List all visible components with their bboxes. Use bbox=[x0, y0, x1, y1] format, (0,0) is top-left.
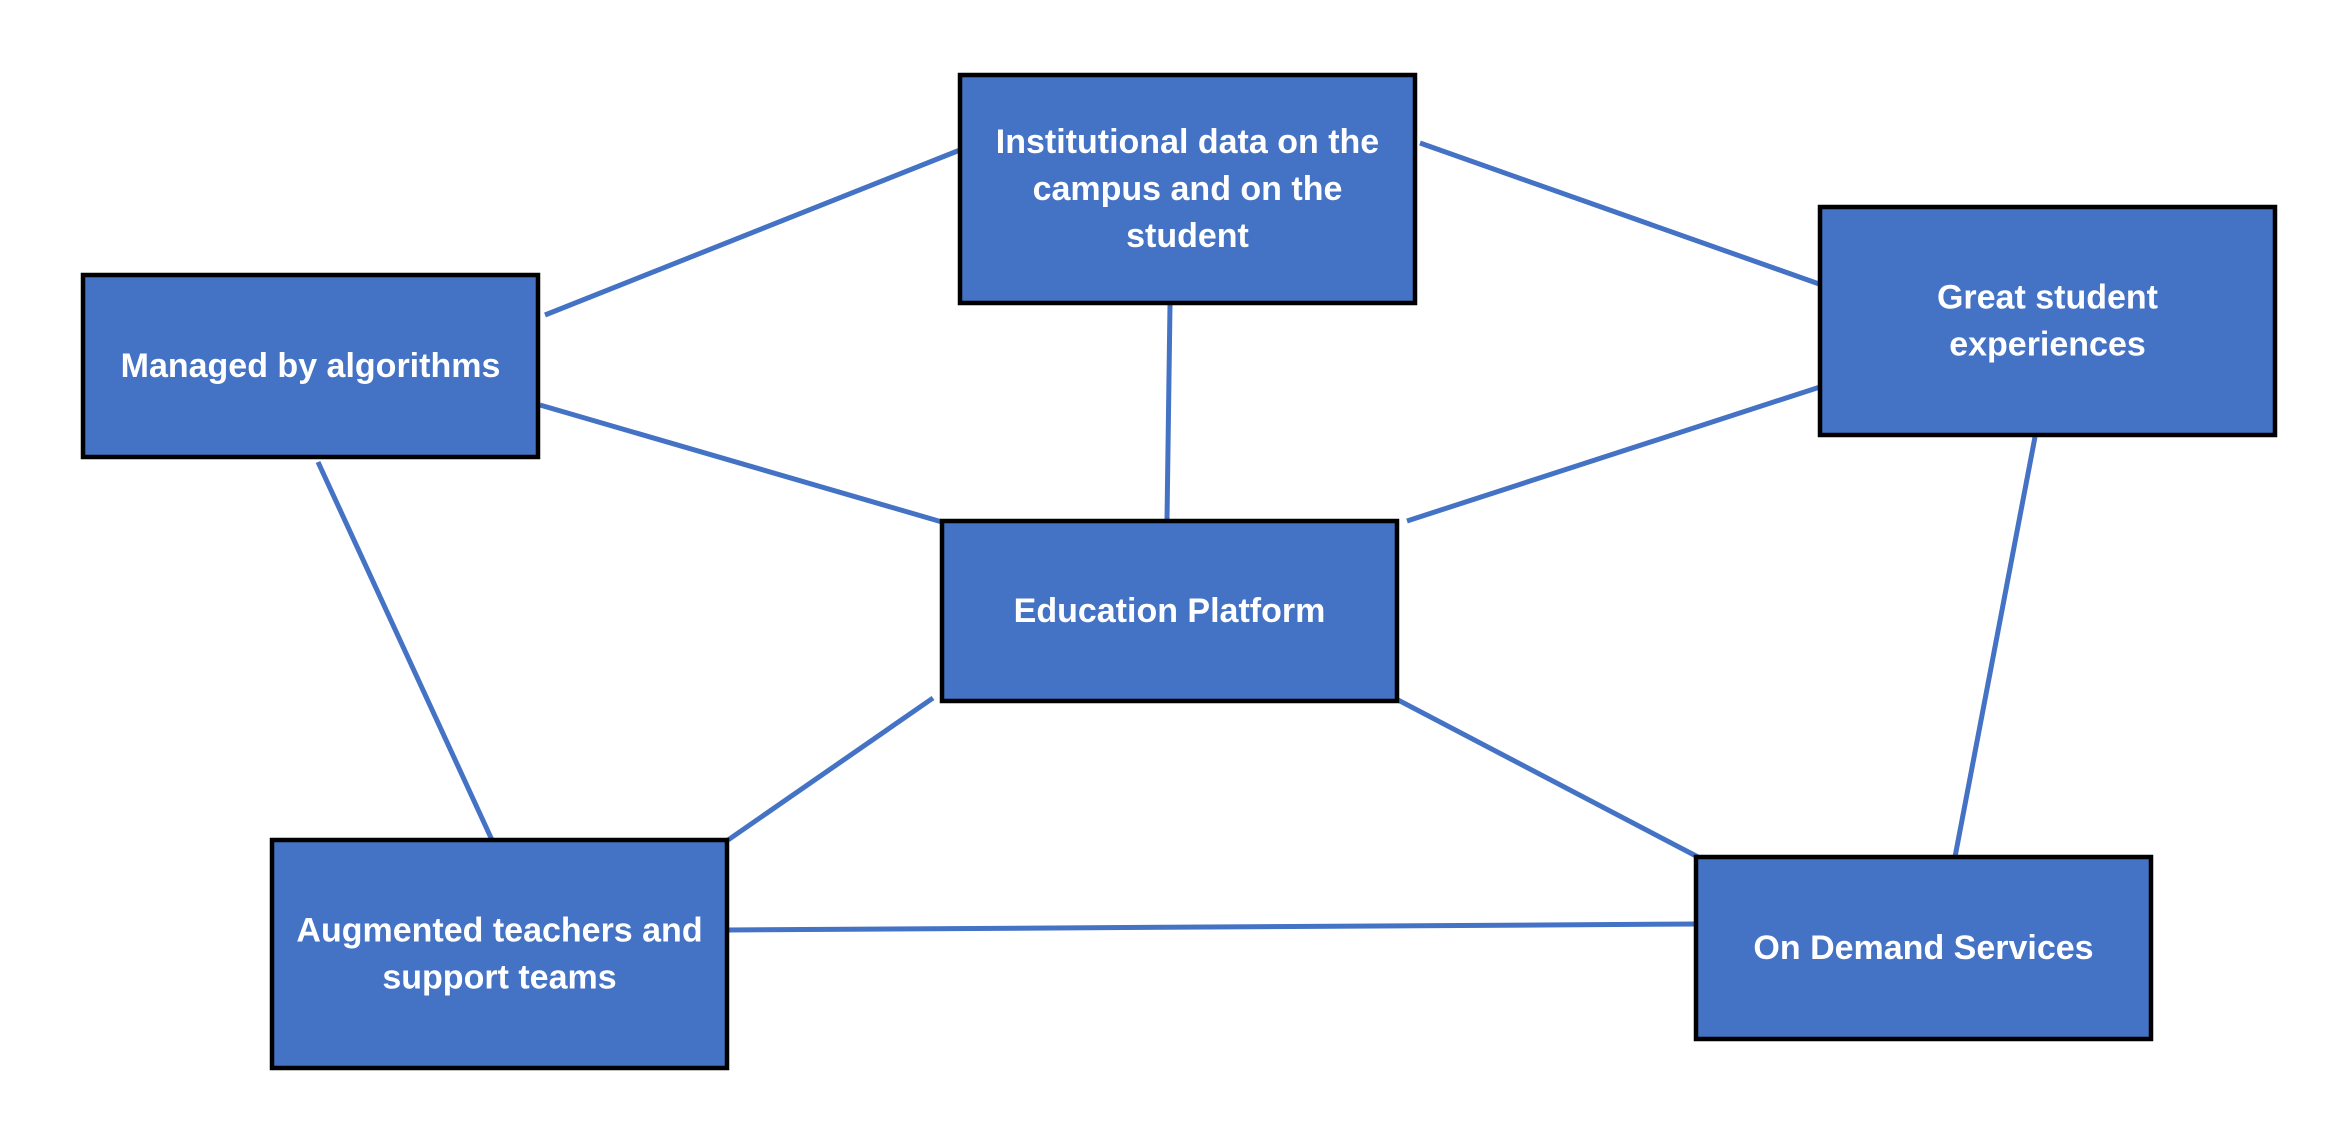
node-box-education-platform bbox=[939, 518, 1400, 704]
node-label-managed-by-algorithms-line-1: Managed by algorithms bbox=[121, 347, 501, 385]
edge-institutional-data-to-education-platform bbox=[1164, 304, 1173, 521]
edge-managed-by-algorithms-to-institutional-data bbox=[544, 147, 961, 318]
edge-managed-by-algorithms-to-education-platform bbox=[539, 402, 943, 525]
node-institutional-data: Institutional data on the campus and on t… bbox=[957, 72, 1418, 306]
node-label-education-platform-line-1: Education Platform bbox=[1014, 592, 1326, 630]
node-great-student-experiences: Great student experiences bbox=[1817, 204, 2278, 438]
nodes-layer: Institutional data on the campus and on t… bbox=[80, 72, 2278, 1071]
node-box-institutional-data bbox=[957, 72, 1418, 306]
node-education-platform: Education Platform bbox=[939, 518, 1400, 704]
edge-education-platform-to-on-demand-services bbox=[1396, 697, 1700, 860]
node-box-great-student-experiences bbox=[1817, 204, 2278, 438]
edge-institutional-data-to-great-student-experiences bbox=[1419, 140, 1823, 288]
edges-layer bbox=[315, 140, 2038, 933]
node-label-on-demand-services-line-1: On Demand Services bbox=[1753, 929, 2093, 967]
node-label-great-student-experiences-line-2: experiences bbox=[1949, 326, 2146, 364]
node-managed-by-algorithms: Managed by algorithms bbox=[80, 272, 541, 460]
node-label-institutional-data-line-3: student bbox=[1126, 217, 1249, 255]
node-label-augmented-teachers-line-2: support teams bbox=[382, 959, 616, 997]
edge-great-student-experiences-to-on-demand-services bbox=[1952, 436, 2038, 858]
edge-education-platform-to-augmented-teachers bbox=[726, 695, 935, 843]
node-box-augmented-teachers bbox=[269, 837, 730, 1071]
node-box-on-demand-services bbox=[1693, 854, 2154, 1042]
node-label-institutional-data-line-1: Institutional data on the bbox=[996, 123, 1379, 161]
node-box-managed-by-algorithms bbox=[80, 272, 541, 460]
node-label-augmented-teachers-line-1: Augmented teachers and bbox=[296, 912, 702, 950]
node-augmented-teachers: Augmented teachers and support teams bbox=[269, 837, 730, 1071]
node-label-great-student-experiences-line-1: Great student bbox=[1937, 279, 2158, 317]
node-label-institutional-data-line-2: campus and on the bbox=[1033, 170, 1343, 208]
edge-great-student-experiences-to-education-platform bbox=[1406, 384, 1821, 524]
edge-managed-by-algorithms-to-augmented-teachers bbox=[315, 460, 495, 842]
node-on-demand-services: On Demand Services bbox=[1693, 854, 2154, 1042]
edge-augmented-teachers-to-on-demand-services bbox=[726, 921, 1698, 933]
